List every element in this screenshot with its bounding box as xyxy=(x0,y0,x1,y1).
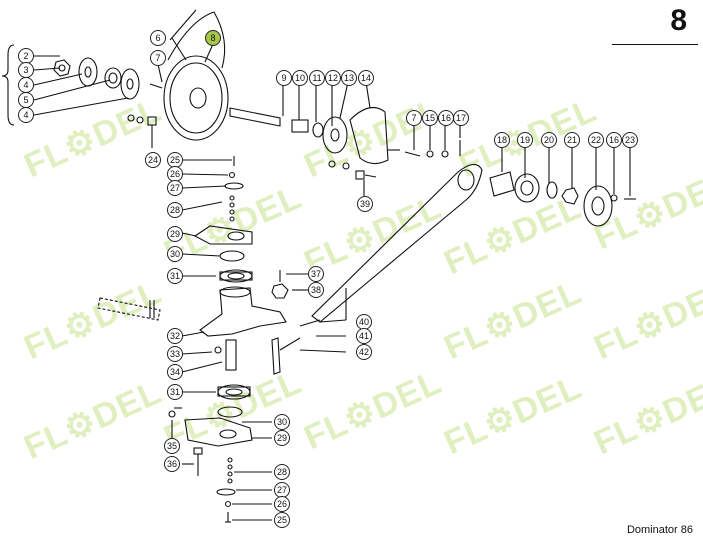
part-callout-34: 34 xyxy=(167,364,183,380)
part-callout-27: 27 xyxy=(167,180,183,196)
part-callout-25: 25 xyxy=(274,512,290,528)
model-label: Dominator 86 xyxy=(626,524,693,536)
page-number: 8 xyxy=(670,4,687,37)
part-callout-39: 39 xyxy=(357,196,373,212)
part-callout-2: 2 xyxy=(18,48,34,64)
part-callout-5: 5 xyxy=(18,92,34,108)
part-callout-16: 16 xyxy=(606,132,622,148)
part-callout-21: 21 xyxy=(564,132,580,148)
part-callout-24: 24 xyxy=(145,152,161,168)
part-callout-23: 23 xyxy=(622,132,638,148)
page-number-rule xyxy=(612,44,698,45)
part-callout-30: 30 xyxy=(167,246,183,262)
part-callout-10: 10 xyxy=(292,70,308,86)
part-callout-32: 32 xyxy=(167,328,183,344)
part-callout-6: 6 xyxy=(150,30,166,46)
part-callout-41: 41 xyxy=(356,328,372,344)
part-callout-38: 38 xyxy=(308,282,324,298)
part-callout-7: 7 xyxy=(406,110,422,126)
part-callout-27: 27 xyxy=(274,482,290,498)
part-callout-31: 31 xyxy=(167,268,183,284)
part-callout-3: 3 xyxy=(18,62,34,78)
part-callout-28: 28 xyxy=(274,464,290,480)
part-callout-17: 17 xyxy=(453,110,469,126)
part-callout-26: 26 xyxy=(274,496,290,512)
part-callout-33: 33 xyxy=(167,346,183,362)
part-callout-42: 42 xyxy=(356,344,372,360)
part-callout-9: 9 xyxy=(276,70,292,86)
part-callout-30: 30 xyxy=(274,414,290,430)
part-callout-8-highlighted: 8 xyxy=(205,30,221,46)
part-callout-35: 35 xyxy=(164,438,180,454)
part-callout-29: 29 xyxy=(274,430,290,446)
part-callout-22: 22 xyxy=(588,132,604,148)
part-callout-19: 19 xyxy=(517,132,533,148)
part-callout-4: 4 xyxy=(18,77,34,93)
part-callout-13: 13 xyxy=(341,70,357,86)
part-callout-16: 16 xyxy=(438,110,454,126)
part-callout-31: 31 xyxy=(167,384,183,400)
part-callout-20: 20 xyxy=(541,132,557,148)
part-callout-18: 18 xyxy=(494,132,510,148)
part-callout-14: 14 xyxy=(358,70,374,86)
part-callout-11: 11 xyxy=(309,70,325,86)
part-callout-7: 7 xyxy=(150,50,166,66)
part-callout-36: 36 xyxy=(164,456,180,472)
part-callout-15: 15 xyxy=(422,110,438,126)
part-callout-29: 29 xyxy=(167,226,183,242)
part-callout-28: 28 xyxy=(167,202,183,218)
part-callout-4: 4 xyxy=(18,107,34,123)
part-callout-37: 37 xyxy=(308,266,324,282)
part-callout-12: 12 xyxy=(325,70,341,86)
